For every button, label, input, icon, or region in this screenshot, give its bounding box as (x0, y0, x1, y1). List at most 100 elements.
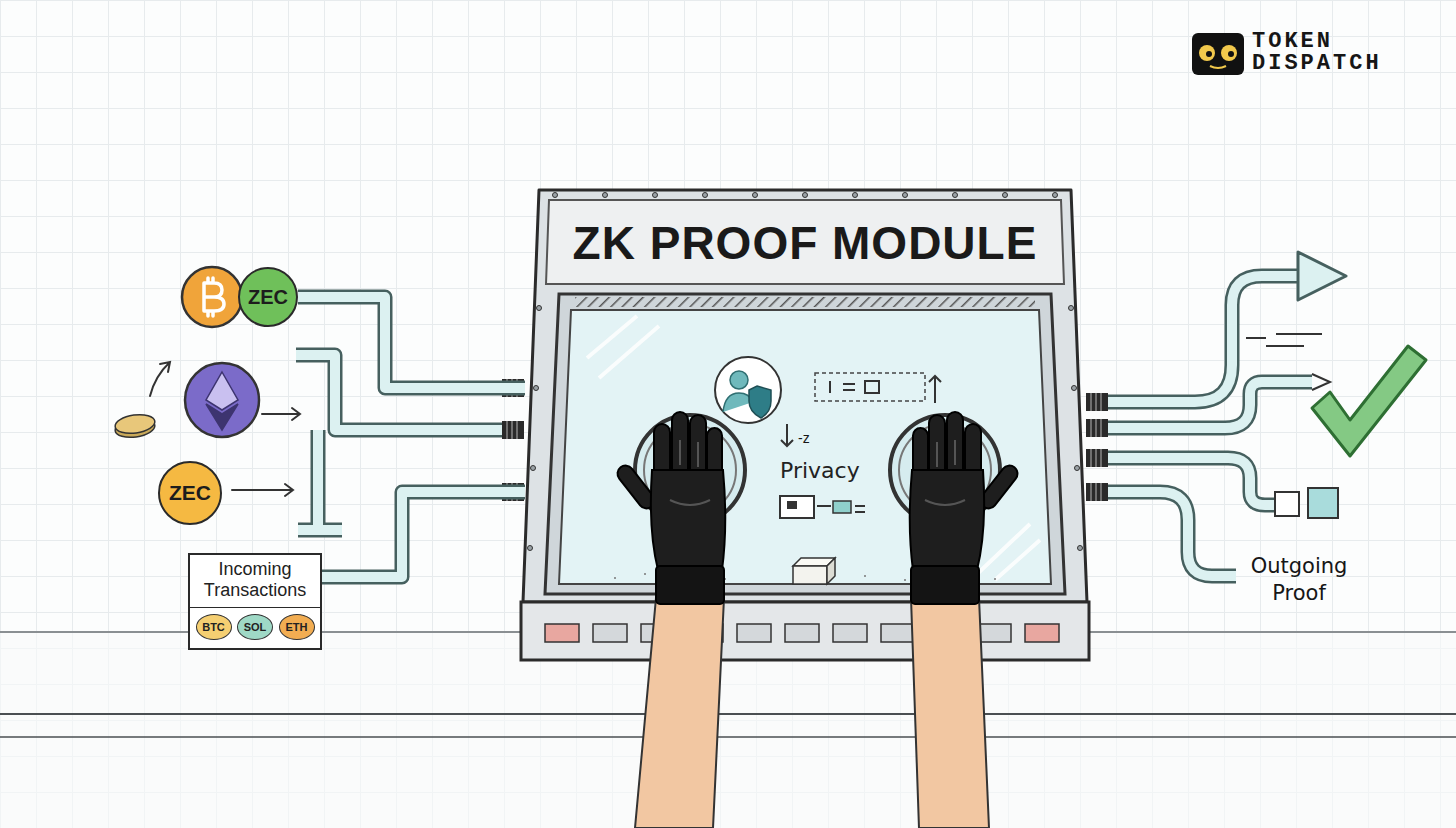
zec-coin: ZEC (158, 461, 222, 525)
bitcoin-coin (182, 267, 242, 327)
flow-arrows (150, 362, 170, 396)
window-contents (781, 424, 793, 446)
bitcoin-coin (204, 278, 224, 316)
logo-icon (1199, 45, 1215, 61)
window-contents (614, 577, 616, 579)
btc-coin: BTC (196, 614, 232, 640)
control-panel (977, 624, 1011, 642)
module-text: Privacy (780, 458, 860, 484)
flow-arrows (232, 484, 293, 496)
math-note: -z (798, 430, 810, 446)
control-panel (785, 624, 819, 642)
logo-icon (1228, 51, 1234, 57)
node-label: ZEC (169, 481, 211, 505)
rivets (653, 193, 658, 198)
control-panel (521, 602, 1089, 660)
output-pipes (1308, 488, 1338, 518)
output-pipes (1298, 252, 1346, 300)
output-pipes (1108, 382, 1312, 428)
sol-coin: SOL (237, 614, 273, 640)
output-pipes (1108, 252, 1346, 576)
rivets (531, 466, 536, 471)
rivets (534, 386, 539, 391)
output-pipes (1108, 492, 1236, 576)
rivets (803, 193, 808, 198)
output-pipes (1246, 334, 1322, 346)
node-label: ZEC (248, 286, 288, 309)
logo-icon (1192, 33, 1244, 75)
ethereum-coin (206, 404, 238, 430)
glass-glare (599, 326, 659, 378)
module-frame (523, 190, 1087, 602)
window-contents (644, 573, 646, 575)
window-contents (864, 575, 866, 577)
checkmark (1312, 346, 1426, 456)
arms (635, 598, 724, 828)
rivets (703, 193, 708, 198)
floor (0, 736, 1456, 738)
control-panel (737, 624, 771, 642)
pipe-core (298, 297, 525, 388)
output-pipes (1108, 458, 1275, 505)
node-label: ETH (286, 621, 308, 633)
gloves (614, 412, 1020, 604)
zk-proof-module: ZK PROOF MODULE Privacy (525, 188, 1085, 660)
brand-logo: TOKEN DISPATCH (1252, 31, 1412, 75)
transactions-box: Incoming TransactionsBTC SOL ETH (188, 553, 322, 650)
bitcoin-coin (182, 267, 242, 327)
flow-arrows (262, 408, 300, 420)
output-pipes (1312, 374, 1330, 390)
window-contents (780, 496, 814, 518)
window-contents (793, 566, 827, 584)
window-contents (904, 579, 906, 581)
input-pipes (298, 430, 342, 530)
input-pipes (298, 430, 342, 530)
output-pipes (1275, 492, 1299, 516)
window-contents (715, 357, 781, 423)
node-label: Incoming Transactions (190, 555, 320, 605)
glass-glare (995, 540, 1040, 580)
rivets (953, 193, 958, 198)
logo-icon (1210, 66, 1226, 68)
node-label: BTC (202, 621, 225, 633)
gloves (614, 412, 725, 604)
window-contents (787, 501, 797, 509)
logo-icon (1221, 45, 1237, 61)
logo-icon (1192, 33, 1244, 75)
module-title: ZK PROOF MODULE (525, 216, 1085, 270)
control-panel (545, 624, 579, 642)
control-panel (593, 624, 627, 642)
rivets (1069, 306, 1074, 311)
pipe-outline (322, 492, 525, 577)
pipe-connector (298, 297, 525, 388)
rivets (528, 546, 533, 551)
glovebox-art (525, 188, 1085, 828)
rivets (553, 193, 558, 198)
window-contents (865, 381, 879, 393)
module-frame (523, 190, 1087, 602)
ethereum-coin (185, 363, 259, 437)
rivets (603, 193, 608, 198)
window-contents (815, 373, 925, 401)
pipe-couplings (502, 421, 524, 439)
window-contents (994, 578, 996, 580)
zec-coin: ZEC (238, 267, 298, 327)
window-contents (830, 376, 941, 403)
divider-line (190, 607, 320, 608)
ethereum-coin (206, 372, 238, 410)
output-pipes (1108, 492, 1236, 576)
rivets (1075, 466, 1080, 471)
output-label: Outgoing Proof (1243, 553, 1355, 607)
pipe-couplings (1086, 393, 1108, 411)
pipe-couplings (1086, 483, 1108, 501)
pipe-couplings (1086, 449, 1108, 467)
rivets (853, 193, 858, 198)
window-contents (833, 501, 851, 513)
module-frame (545, 294, 1065, 594)
rivets (1072, 386, 1077, 391)
eth-coin: ETH (279, 614, 315, 640)
control-panel (1025, 624, 1059, 642)
checkmark (1312, 346, 1426, 456)
gloves (910, 412, 1021, 604)
